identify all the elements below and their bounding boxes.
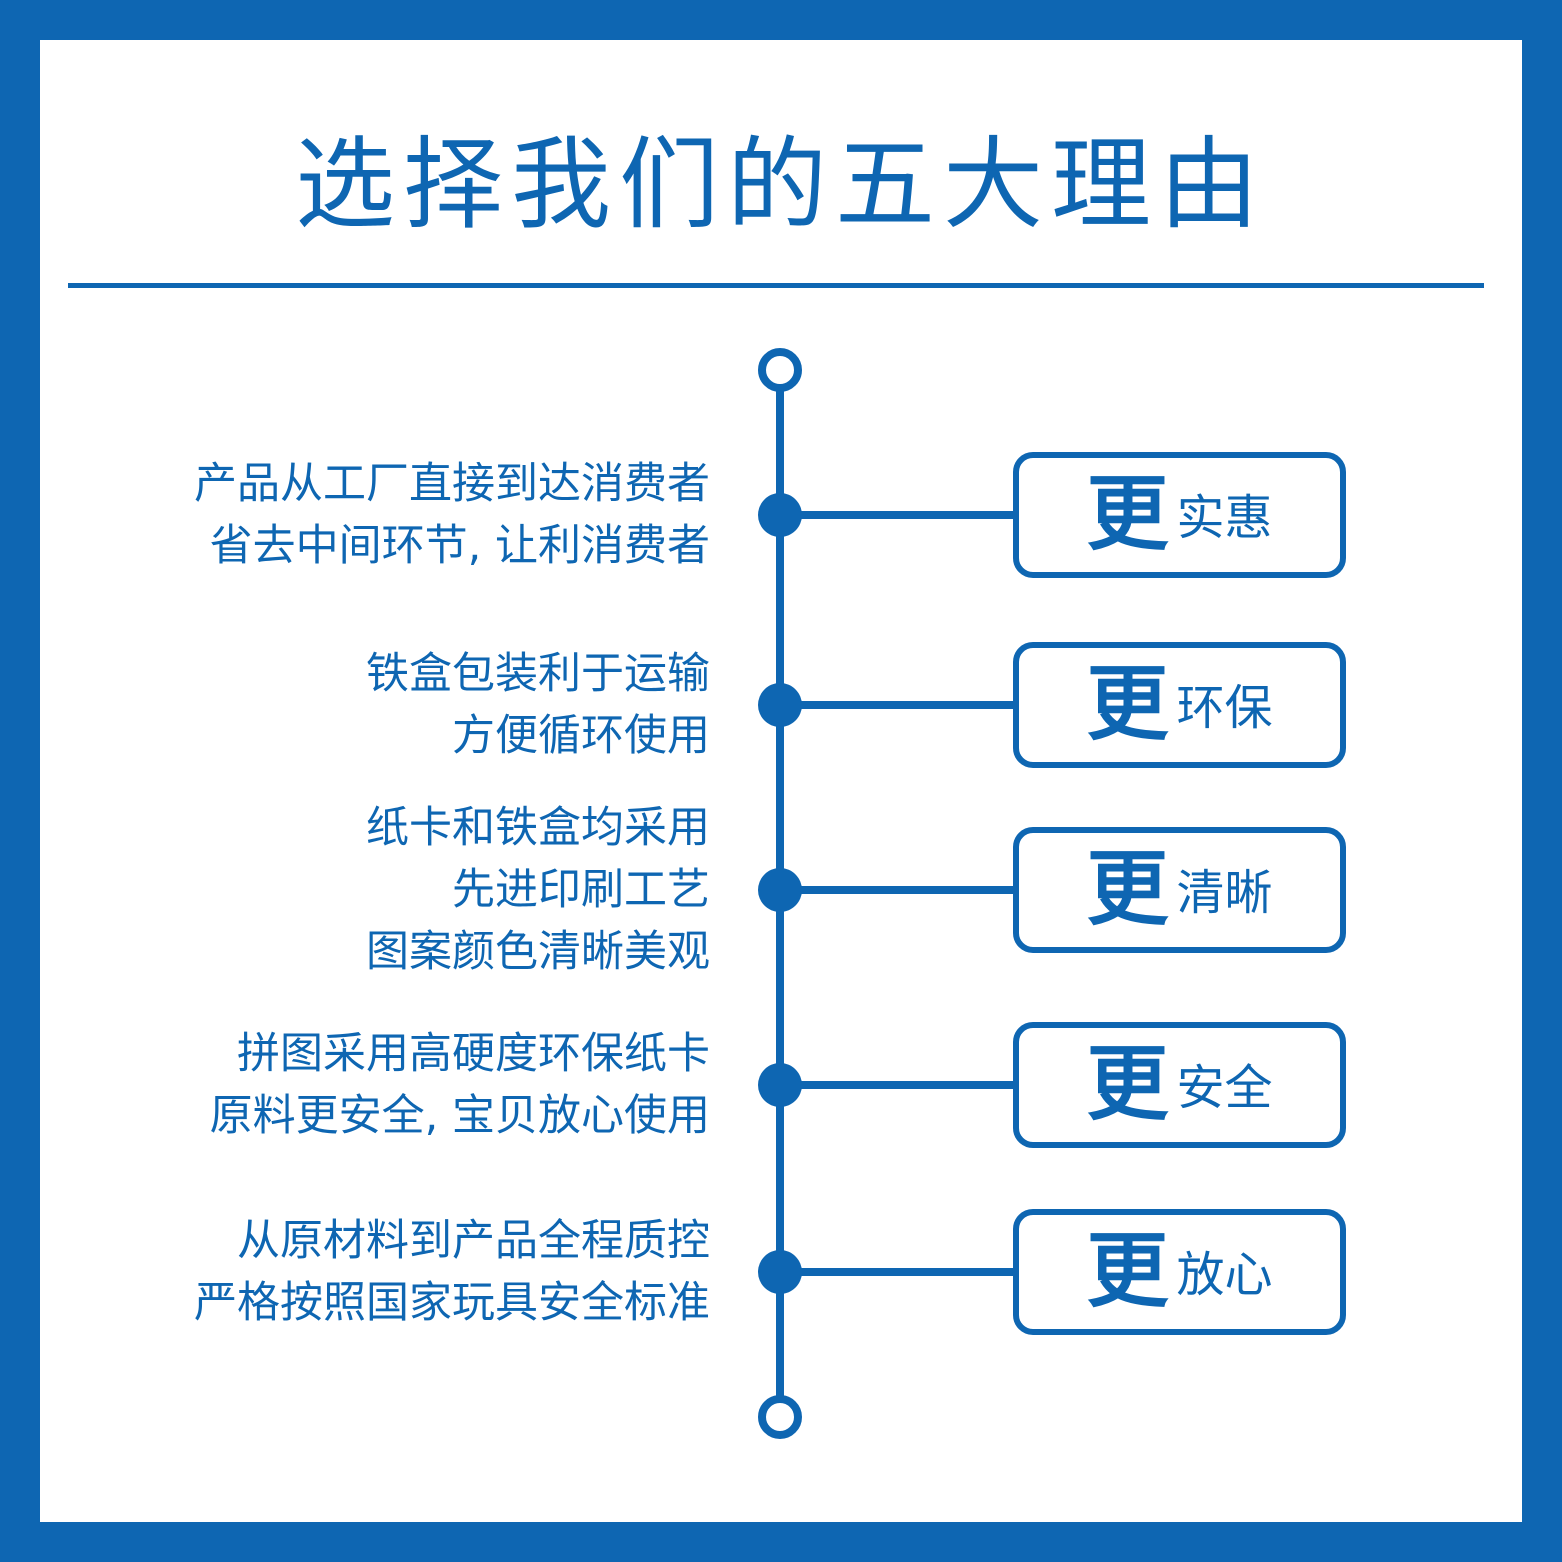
badge-word: 环保 bbox=[1176, 680, 1273, 736]
badge-word: 清晰 bbox=[1176, 865, 1273, 921]
badge-box-3: 更 清晰 bbox=[1013, 827, 1346, 953]
badge-prefix: 更 bbox=[1086, 1037, 1169, 1132]
timeline-end-circle-icon bbox=[758, 1395, 802, 1439]
badge-word: 实惠 bbox=[1176, 490, 1273, 546]
reason-text-3: 纸卡和铁盒均采用 先进印刷工艺 图案颜色清晰美观 bbox=[120, 797, 710, 983]
reason-text-4: 拼图采用高硬度环保纸卡 原料更安全, 宝贝放心使用 bbox=[120, 1023, 710, 1147]
page-title: 选择我们的五大理由 bbox=[295, 126, 1267, 243]
reason-text-1: 产品从工厂直接到达消费者 省去中间环节, 让利消费者 bbox=[120, 453, 710, 577]
title-divider bbox=[68, 283, 1484, 288]
reason-line: 铁盒包装利于运输 bbox=[366, 649, 710, 699]
reason-line: 图案颜色清晰美观 bbox=[366, 927, 710, 977]
reason-line: 纸卡和铁盒均采用 bbox=[366, 803, 710, 853]
reason-line: 省去中间环节, 让利消费者 bbox=[209, 521, 710, 571]
reason-line: 严格按照国家玩具安全标准 bbox=[194, 1278, 710, 1328]
badge-box-5: 更 放心 bbox=[1013, 1209, 1346, 1335]
connector-line-3 bbox=[780, 886, 1015, 894]
reason-line: 方便循环使用 bbox=[452, 711, 710, 761]
badge-word: 放心 bbox=[1176, 1247, 1273, 1303]
reason-line: 从原材料到产品全程质控 bbox=[237, 1216, 710, 1266]
reason-text-2: 铁盒包装利于运输 方便循环使用 bbox=[120, 643, 710, 767]
reason-line: 先进印刷工艺 bbox=[452, 865, 710, 915]
connector-line-2 bbox=[780, 701, 1015, 709]
connector-line-1 bbox=[780, 511, 1015, 519]
badge-word: 安全 bbox=[1176, 1060, 1273, 1116]
timeline-start-circle-icon bbox=[758, 348, 802, 392]
reason-line: 原料更安全, 宝贝放心使用 bbox=[209, 1091, 710, 1141]
badge-prefix: 更 bbox=[1086, 467, 1169, 562]
badge-prefix: 更 bbox=[1086, 657, 1169, 752]
reason-text-5: 从原材料到产品全程质控 严格按照国家玩具安全标准 bbox=[120, 1210, 710, 1334]
badge-box-1: 更 实惠 bbox=[1013, 452, 1346, 578]
connector-line-4 bbox=[780, 1081, 1015, 1089]
connector-line-5 bbox=[780, 1268, 1015, 1276]
badge-prefix: 更 bbox=[1086, 1224, 1169, 1319]
badge-box-2: 更 环保 bbox=[1013, 642, 1346, 768]
reason-line: 产品从工厂直接到达消费者 bbox=[194, 459, 710, 509]
reason-line: 拼图采用高硬度环保纸卡 bbox=[237, 1029, 710, 1079]
badge-box-4: 更 安全 bbox=[1013, 1022, 1346, 1148]
badge-prefix: 更 bbox=[1086, 842, 1169, 937]
